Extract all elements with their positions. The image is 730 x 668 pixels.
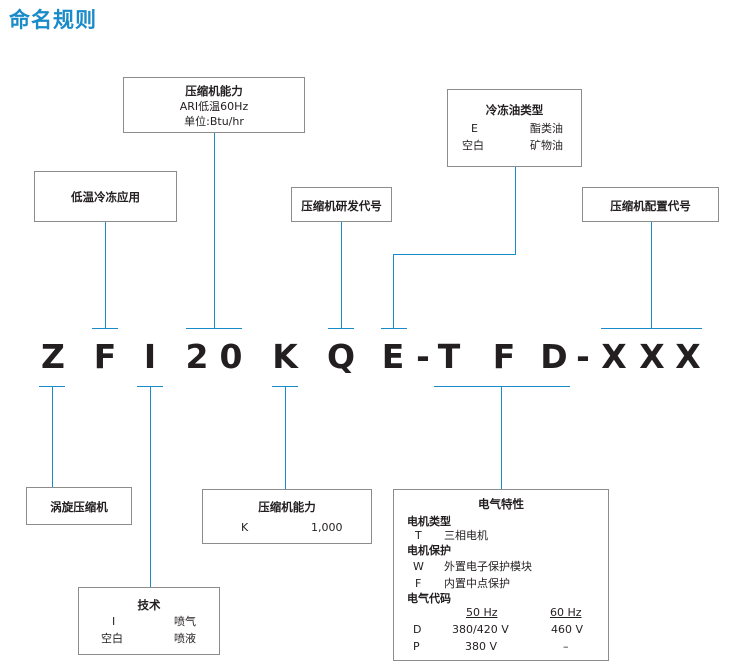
model-char-6: K <box>272 337 298 376</box>
oil-row1-name: 酯类油 <box>530 122 563 135</box>
connector-config <box>651 222 652 328</box>
connector-oil-b <box>393 254 516 255</box>
motor-protect-row1-code: W <box>413 560 424 573</box>
model-char-13: - <box>576 337 590 376</box>
capacity-bottom-box: 压缩机能力 K 1,000 <box>202 489 372 544</box>
model-char-16: X <box>675 337 701 376</box>
application-title: 低温冷冻应用 <box>71 190 140 204</box>
elec-code-row1-v50: 380/420 V <box>452 623 509 636</box>
capacity-bottom-code: K <box>241 521 249 534</box>
tech-row1-code: I <box>112 615 116 628</box>
connector-dev-code <box>341 222 342 328</box>
oil-row2-code: 空白 <box>462 139 484 152</box>
tech-row2-code: 空白 <box>101 632 123 645</box>
capacity-top-line2: 单位:Btu/hr <box>184 115 244 128</box>
tech-box: 技术 I 喷气 空白 喷液 <box>78 587 220 655</box>
oil-row1-code: E <box>471 122 478 135</box>
model-char-14: X <box>601 337 627 376</box>
motor-protect-row2-code: F <box>415 577 422 590</box>
scroll-title: 涡旋压缩机 <box>50 500 108 514</box>
elec-code-label: 电气代码 <box>407 592 451 605</box>
motor-type-code: T <box>415 529 422 542</box>
bracket-xxx <box>601 328 702 329</box>
motor-protect-row2-desc: 内置中点保护 <box>444 577 510 590</box>
dev-code-title: 压缩机研发代号 <box>301 199 382 213</box>
bracket-20 <box>186 328 242 329</box>
elec-code-row2-code: P <box>413 640 420 653</box>
model-char-15: X <box>639 337 665 376</box>
bracket-f <box>92 328 118 329</box>
motor-type-label: 电机类型 <box>407 515 451 528</box>
capacity-top-title: 压缩机能力 <box>185 84 243 98</box>
elec-code-row2-v50: 380 V <box>465 640 498 653</box>
elec-code-col2-header: 60 Hz <box>550 606 582 619</box>
model-char-8: E <box>381 337 405 376</box>
model-char-3: I <box>143 337 157 376</box>
capacity-top-box: 压缩机能力 ARI低温60Hz 单位:Btu/hr <box>123 77 305 133</box>
elec-code-row2-v60: – <box>563 640 569 653</box>
model-char-4: 2 <box>185 337 209 376</box>
bracket-tfd <box>434 386 570 387</box>
model-char-7: Q <box>326 337 356 376</box>
model-char-5: 0 <box>219 337 243 376</box>
bracket-q <box>328 328 354 329</box>
electrical-box: 电气特性 电机类型 T 三相电机 电机保护 W 外置电子保护模块 F 内置中点保… <box>393 489 609 661</box>
model-char-12: D <box>540 337 568 376</box>
capacity-bottom-title: 压缩机能力 <box>258 500 316 514</box>
connector-electrical <box>501 386 502 489</box>
motor-type-desc: 三相电机 <box>444 529 488 542</box>
tech-title: 技术 <box>137 598 161 612</box>
config-box: 压缩机配置代号 <box>582 187 719 222</box>
tech-row1-name: 喷气 <box>174 615 196 628</box>
electrical-title: 电气特性 <box>478 497 524 511</box>
dev-code-box: 压缩机研发代号 <box>291 187 392 222</box>
elec-code-col1-header: 50 Hz <box>466 606 498 619</box>
capacity-bottom-value: 1,000 <box>311 521 343 534</box>
elec-code-row1-code: D <box>413 623 422 636</box>
page-title: 命名规则 <box>9 8 97 32</box>
connector-oil-c <box>393 254 394 328</box>
connector-application <box>105 222 106 328</box>
config-title: 压缩机配置代号 <box>610 199 691 213</box>
model-char-10: T <box>437 337 461 376</box>
oil-row2-name: 矿物油 <box>530 139 563 152</box>
connector-capacity-top <box>214 133 215 328</box>
model-char-1: Z <box>41 337 65 376</box>
connector-scroll <box>52 386 53 487</box>
scroll-box: 涡旋压缩机 <box>26 487 132 525</box>
model-char-2: F <box>93 337 117 376</box>
motor-protect-label: 电机保护 <box>407 544 451 557</box>
connector-tech <box>150 386 151 587</box>
application-box: 低温冷冻应用 <box>34 171 177 222</box>
elec-code-row1-v60: 460 V <box>551 623 584 636</box>
model-char-11: F <box>492 337 516 376</box>
bracket-e <box>381 328 407 329</box>
connector-capacity-bottom <box>285 386 286 489</box>
tech-row2-name: 喷液 <box>174 632 196 645</box>
oil-box: 冷冻油类型 E 酯类油 空白 矿物油 <box>447 89 582 167</box>
oil-title: 冷冻油类型 <box>485 103 544 117</box>
motor-protect-row1-desc: 外置电子保护模块 <box>444 560 532 573</box>
capacity-top-line1: ARI低温60Hz <box>179 100 249 113</box>
model-char-9: - <box>416 337 430 376</box>
connector-oil-a <box>515 167 516 254</box>
